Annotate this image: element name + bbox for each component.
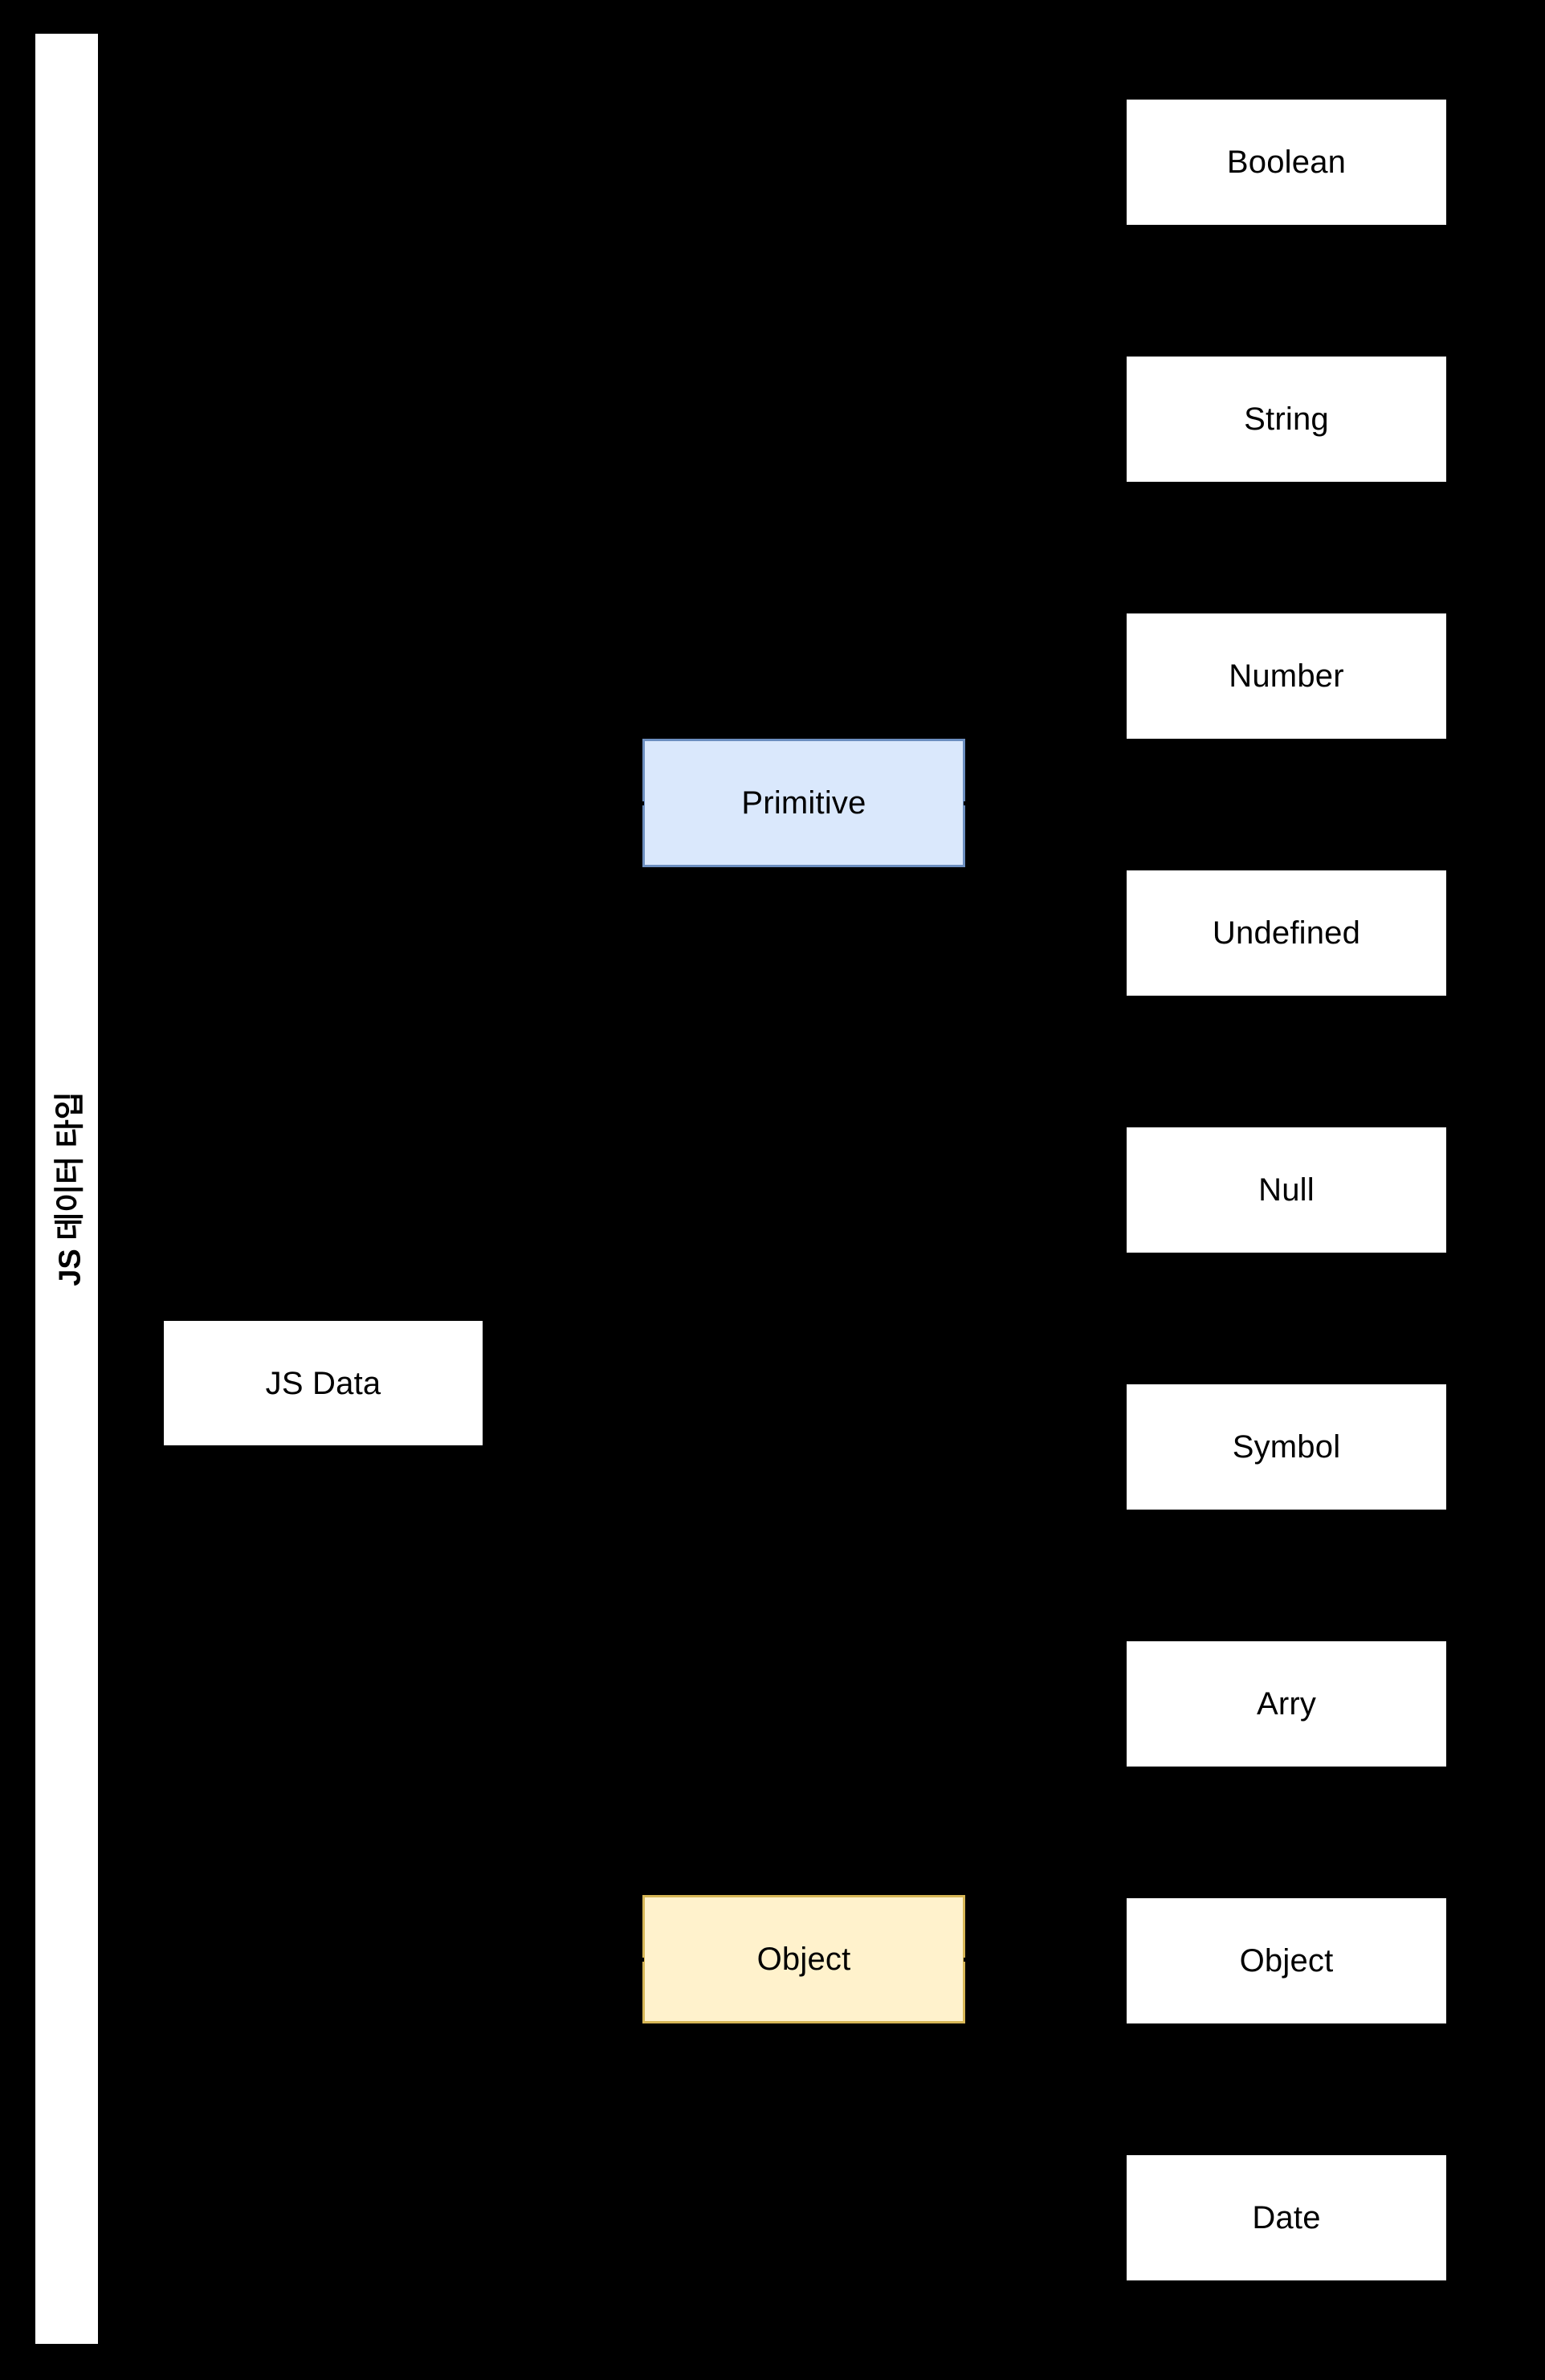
diagram-title-text: JS 데이터 타입	[53, 1091, 88, 1286]
node-js-data[interactable]: JS Data	[164, 1321, 483, 1445]
node-leaf-object[interactable]: Object	[1127, 1898, 1446, 2023]
node-leaf-symbol[interactable]: Symbol	[1127, 1384, 1446, 1510]
node-leaf-number[interactable]: Number	[1127, 613, 1446, 739]
node-leaf-date[interactable]: Date	[1127, 2155, 1446, 2280]
connector-stub-primitive-left	[638, 801, 644, 805]
connector-stub-primitive-right	[964, 801, 969, 805]
node-js-data-label: JS Data	[265, 1365, 381, 1401]
node-leaf-null-label: Null	[1258, 1172, 1315, 1208]
node-leaf-object-label: Object	[1239, 1943, 1334, 1979]
node-leaf-number-label: Number	[1229, 658, 1344, 694]
node-leaf-arry[interactable]: Arry	[1127, 1641, 1446, 1767]
node-primitive[interactable]: Primitive	[642, 739, 965, 867]
node-leaf-undefined-label: Undefined	[1212, 915, 1361, 951]
node-object-branch[interactable]: Object	[642, 1895, 965, 2023]
node-leaf-string[interactable]: String	[1127, 357, 1446, 482]
node-object-branch-label: Object	[756, 1942, 851, 1977]
diagram-title-bar[interactable]: JS 데이터 타입	[35, 34, 98, 2344]
node-leaf-string-label: String	[1244, 401, 1329, 437]
connector-stub-object-right	[964, 1958, 969, 1962]
connector-stub-object-left	[638, 1958, 644, 1962]
node-leaf-date-label: Date	[1252, 2200, 1321, 2235]
node-leaf-null[interactable]: Null	[1127, 1127, 1446, 1253]
node-leaf-boolean[interactable]: Boolean	[1127, 100, 1446, 225]
node-leaf-arry-label: Arry	[1256, 1686, 1317, 1722]
node-leaf-boolean-label: Boolean	[1226, 145, 1347, 180]
node-primitive-label: Primitive	[741, 785, 866, 821]
node-leaf-undefined[interactable]: Undefined	[1127, 870, 1446, 996]
node-leaf-symbol-label: Symbol	[1232, 1429, 1341, 1465]
